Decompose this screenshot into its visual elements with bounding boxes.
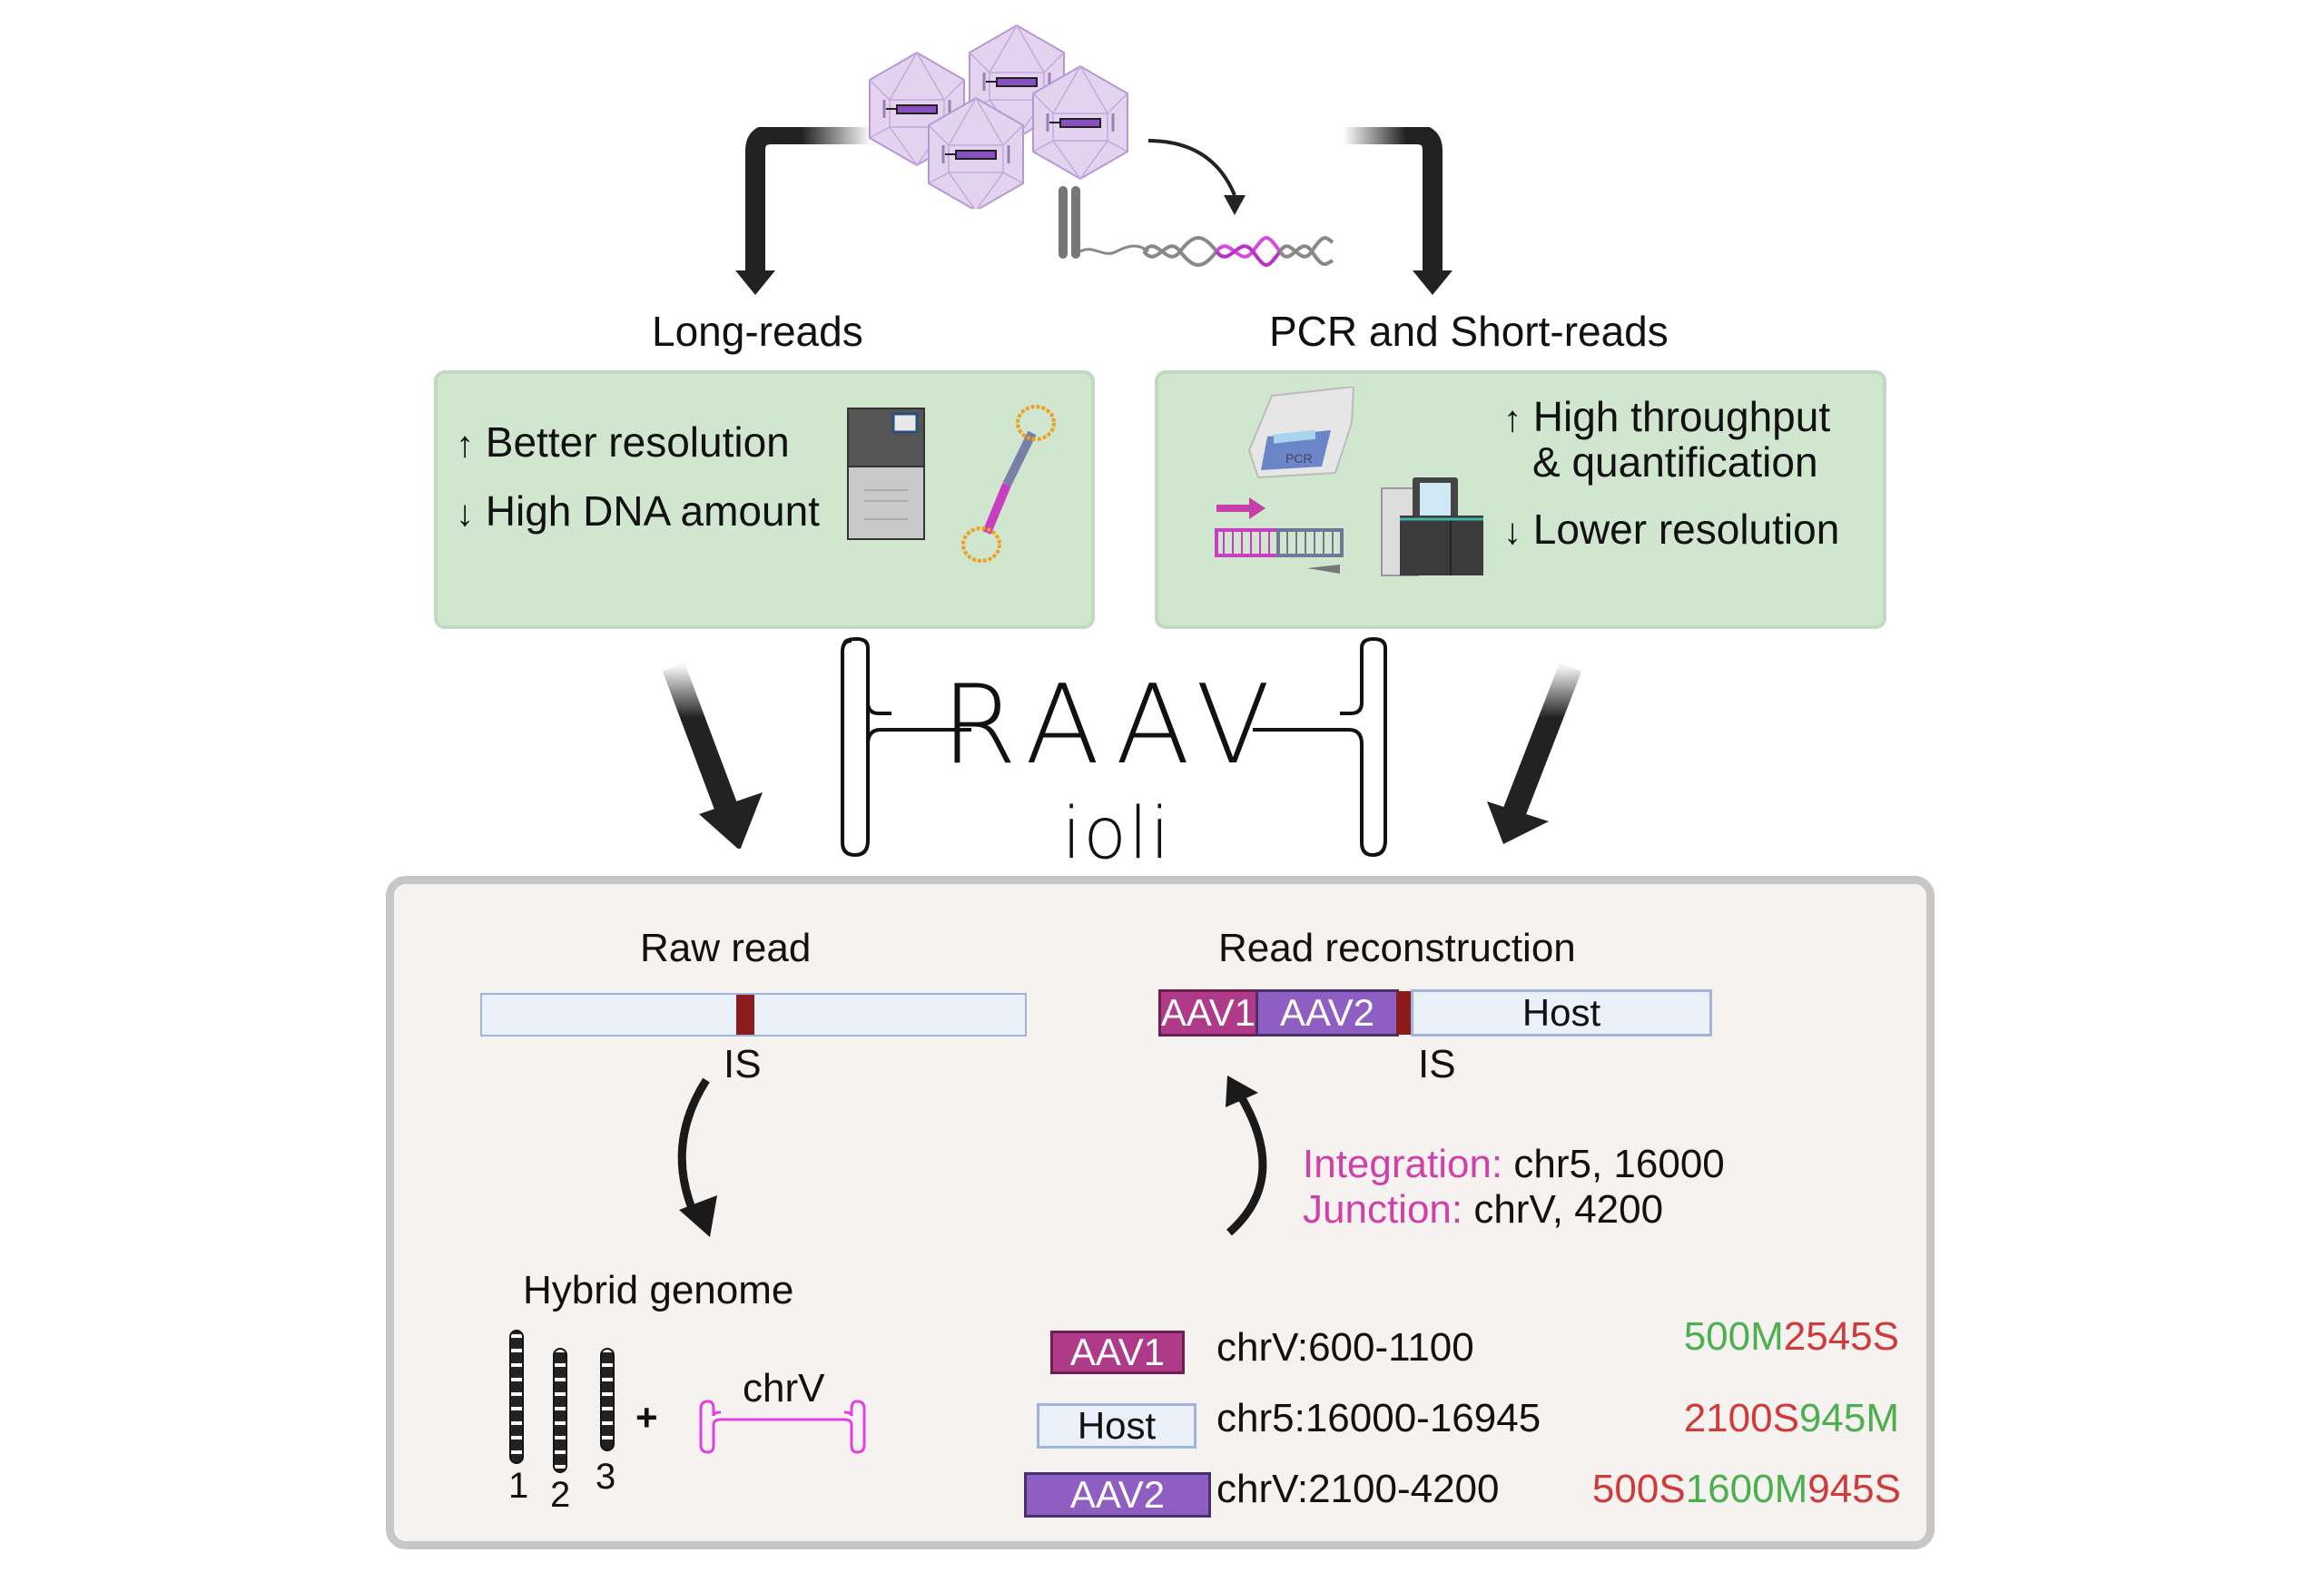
arrow-to-short-reads-icon xyxy=(1344,127,1452,295)
short-read-sequencer-icon xyxy=(1381,477,1483,576)
integration-annotation: Integration: chr5, 16000 xyxy=(1303,1142,1725,1186)
raw-read-title: Raw read xyxy=(640,926,812,970)
arrow-down-left-icon xyxy=(1487,663,1582,844)
curved-arrow-up-icon xyxy=(1226,1076,1267,1236)
raaviolo-logo: RAAV ioli xyxy=(841,636,1387,862)
alignment-cigar: 2100S945M xyxy=(1683,1396,1899,1440)
segment-integration-site xyxy=(1396,991,1411,1035)
raw-read-is-label: IS xyxy=(724,1042,762,1086)
primer-amplicon-icon xyxy=(1215,497,1344,574)
long-reads-panel: ↑ Better resolution ↓ High DNA amount xyxy=(434,370,1095,629)
arrow-down-icon: ↓ xyxy=(1503,512,1521,552)
short-reads-panel: PCR ↑ High throughput & quantification ↓ xyxy=(1155,370,1886,629)
junction-annotation: Junction: chrV, 4200 xyxy=(1303,1187,1664,1232)
hybrid-genome-title: Hybrid genome xyxy=(523,1268,794,1312)
vector-chromosome-label: chrV xyxy=(743,1366,825,1410)
segment-aav2: AAV2 xyxy=(1256,989,1399,1037)
arrow-down-right-icon xyxy=(662,663,763,849)
alignment-cigar: 500S1600M945S xyxy=(1591,1467,1901,1511)
chromosome-label: 2 xyxy=(550,1475,571,1515)
alignment-region: chrV:600-1100 xyxy=(1216,1325,1474,1370)
con-item: ↓ High DNA amount xyxy=(456,487,820,535)
alignment-cigar: 500M2545S xyxy=(1683,1314,1899,1359)
logo-sub-text: ioli xyxy=(1062,793,1172,862)
pro-item: ↑ Better resolution xyxy=(456,418,790,466)
pro-item: & quantification xyxy=(1532,438,1818,486)
long-reads-title: Long-reads xyxy=(652,308,863,355)
chromosome-1-icon xyxy=(509,1330,524,1464)
chromosome-label: 1 xyxy=(508,1466,529,1506)
alignment-region: chrV:2100-4200 xyxy=(1216,1467,1500,1511)
alignment-segment-aav2: AAV2 xyxy=(1024,1472,1211,1518)
arrow-up-icon: ↑ xyxy=(1503,399,1521,439)
viral-chromosome-icon xyxy=(699,1400,866,1454)
alignment-segment-aav1: AAV1 xyxy=(1050,1331,1185,1374)
alignment-table: AAV1 chrV:600-1100 500M2545S Host chr5:1… xyxy=(1008,1307,1915,1534)
segment-host: Host xyxy=(1411,989,1712,1037)
alignment-region: chr5:16000-16945 xyxy=(1216,1396,1541,1440)
pro-item: ↑ High throughput xyxy=(1503,393,1831,440)
pcr-label: PCR xyxy=(1285,451,1313,466)
reconstructed-read: AAV1 AAV2 Host xyxy=(1158,989,1712,1037)
chromosome-2-icon xyxy=(553,1348,567,1473)
dumbbell-dna-icon xyxy=(961,405,1056,563)
chromosome-3-icon xyxy=(600,1348,615,1451)
arrow-down-icon: ↓ xyxy=(456,494,474,534)
segment-aav1: AAV1 xyxy=(1158,989,1258,1037)
integration-site-mark xyxy=(736,995,754,1035)
raw-read-bar xyxy=(480,993,1027,1037)
arrow-up-icon: ↑ xyxy=(456,425,474,465)
chromosome-dna-integration-icon xyxy=(1059,186,1334,267)
curved-arrow-down-icon xyxy=(677,1077,717,1237)
hybrid-genome-illustration xyxy=(509,1330,866,1473)
long-read-sequencer-icon xyxy=(847,408,925,540)
pcr-machine-icon: PCR xyxy=(1247,387,1355,479)
plus-sign: + xyxy=(635,1396,658,1439)
alignment-segment-host: Host xyxy=(1037,1403,1196,1449)
arrow-to-long-reads-icon xyxy=(735,127,872,295)
chromosome-label: 3 xyxy=(596,1457,616,1497)
read-reconstruction-title: Read reconstruction xyxy=(1218,926,1576,970)
con-item: ↓ Lower resolution xyxy=(1503,506,1840,553)
reconstruction-is-label: IS xyxy=(1418,1042,1456,1086)
short-reads-title: PCR and Short-reads xyxy=(1269,308,1669,355)
curved-arrow-icon xyxy=(1147,139,1246,215)
logo-main-text: RAAV xyxy=(941,663,1283,789)
